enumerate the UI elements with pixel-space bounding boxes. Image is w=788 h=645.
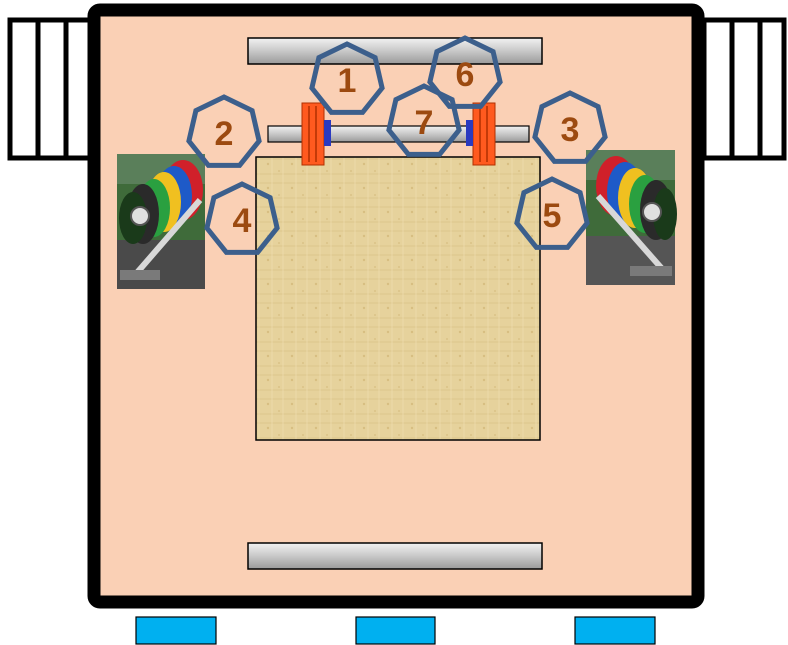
door-right [575, 617, 655, 644]
door-center [356, 617, 435, 644]
lifting-platform [256, 157, 540, 440]
bench-stack-left-icon [10, 20, 94, 158]
bench-stack-right-icon [704, 20, 784, 158]
marker-label-2: 2 [215, 115, 234, 153]
plate-rack-left-icon [117, 154, 205, 289]
marker-label-5: 5 [543, 197, 562, 235]
marker-label-7: 7 [415, 104, 434, 142]
plate-rack-right-icon [586, 150, 677, 285]
top-bar-rack [248, 38, 542, 64]
marker-label-6: 6 [456, 56, 475, 94]
bottom-bar-rack [248, 543, 542, 569]
marker-label-4: 4 [233, 202, 252, 240]
marker-label-1: 1 [338, 62, 357, 100]
marker-label-3: 3 [561, 111, 580, 149]
door-left [136, 617, 216, 644]
